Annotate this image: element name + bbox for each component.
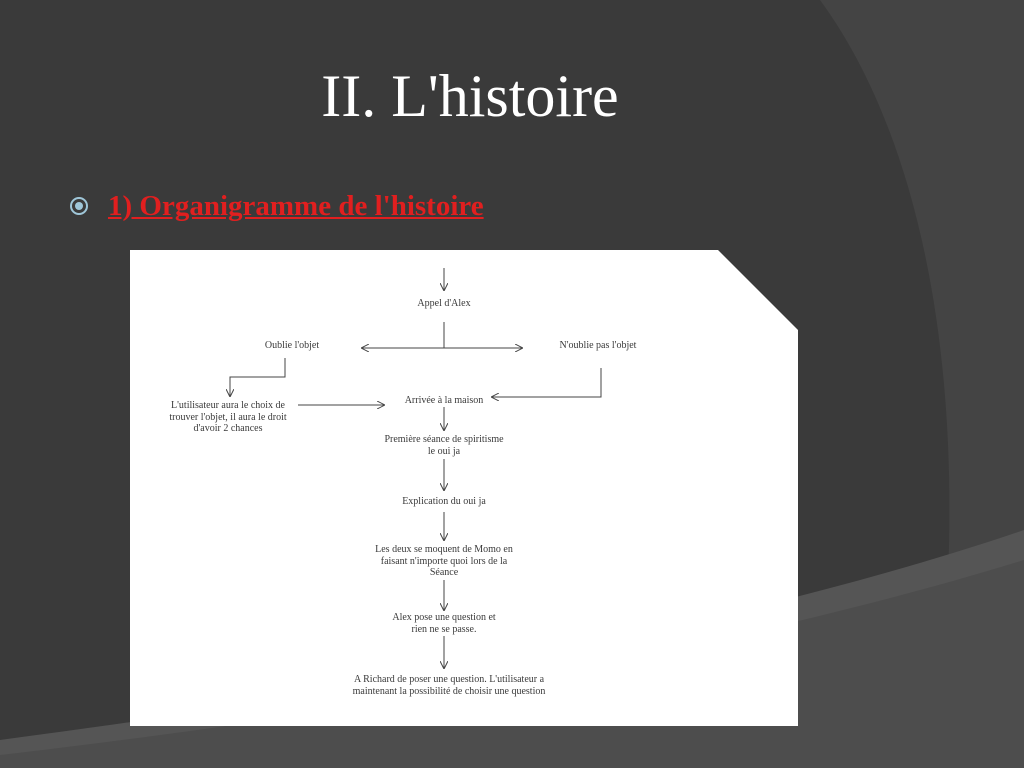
node-oublie-objet: Oublie l'objet — [264, 340, 320, 351]
flowchart-connectors — [130, 268, 602, 726]
node-appel-alex: Appel d'Alex — [417, 298, 471, 309]
arrow-noublie-to-arrivee — [492, 368, 602, 397]
node-noublie-objet: N'oublie pas l'objet — [559, 340, 637, 351]
node-alex-question: Alex pose une question et rien ne se pas… — [392, 612, 496, 635]
slide-title: II. L'histoire — [321, 63, 619, 129]
node-arrivee-maison: Arrivée à la maison — [404, 395, 484, 406]
arrow-oublie-down — [230, 358, 286, 396]
circle-bullet-icon — [70, 197, 88, 215]
section-heading: 1) Organigramme de l'histoire — [108, 189, 484, 222]
bullet-item: 1) Organigramme de l'histoire — [68, 188, 484, 224]
node-deux-moquent: Les deux se moquent de Momo en faisant n… — [375, 544, 513, 578]
node-utilisateur-choix: L'utilisateur aura le choix de trouver l… — [169, 400, 287, 434]
node-explication: Explication du oui ja — [402, 496, 486, 507]
node-richard-question: A Richard de poser une question. L'utili… — [352, 674, 546, 697]
flowchart-image: Appel d'Alex Oublie l'objet N'oublie pas… — [130, 250, 798, 726]
node-premiere-seance: Première séance de spiritisme le oui ja — [384, 434, 504, 457]
